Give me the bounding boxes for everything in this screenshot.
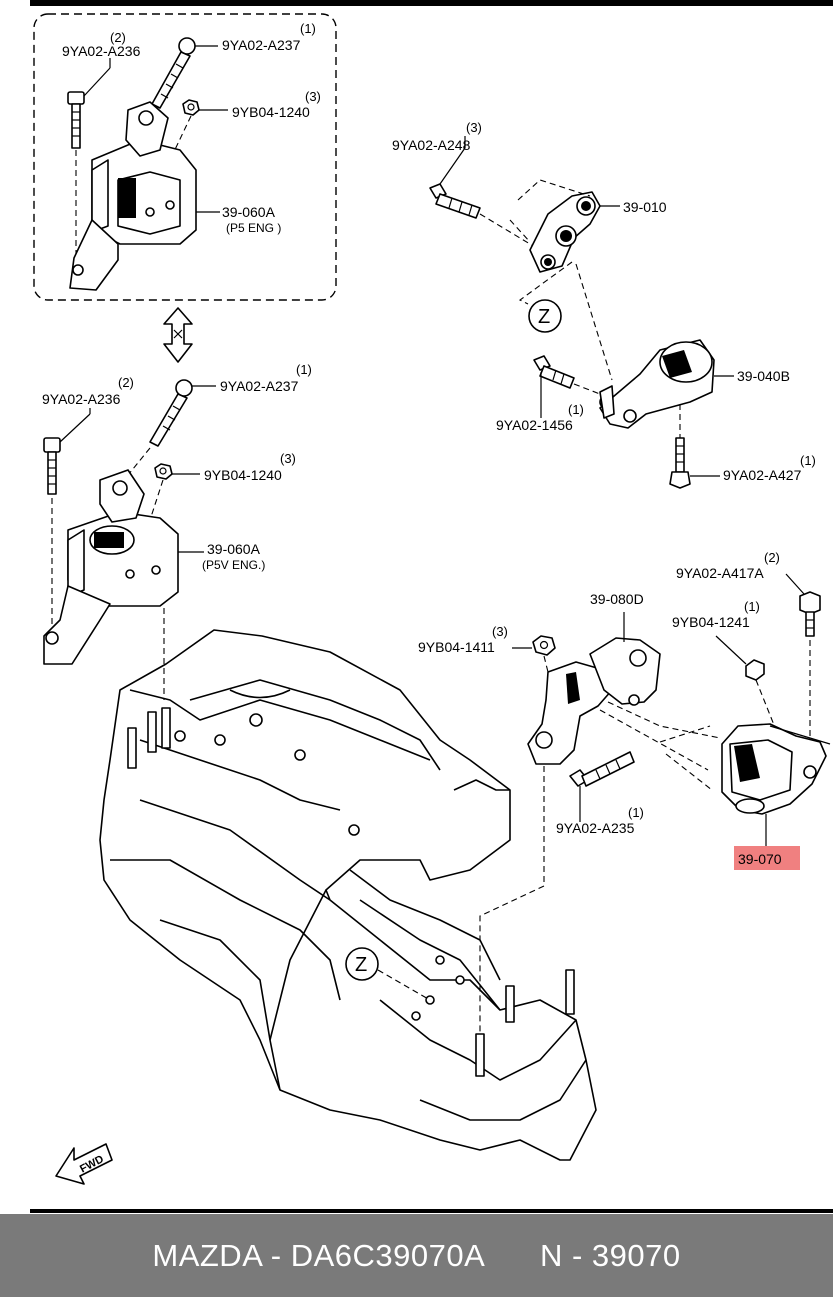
label-a1456: 9YA02-1456 (496, 417, 573, 433)
label-b1241: 9YB04-1241 (672, 614, 750, 630)
label-39-060a-mid: 39-060A (207, 541, 261, 557)
nut-b1411 (532, 635, 556, 656)
label-39-060a-top: 39-060A (222, 204, 276, 220)
z-marker-lower (345, 947, 379, 981)
label-a248: 9YA02-A248 (392, 137, 471, 153)
label-b1241-qty: (1) (744, 599, 760, 614)
label-a427: 9YA02-A427 (723, 467, 802, 483)
label-b1240-top-qty: (3) (305, 89, 321, 104)
alternate-engine-inset (33, 13, 337, 301)
label-a1456-qty: (1) (568, 402, 584, 417)
bolt-a237-mid (149, 379, 193, 447)
label-a235-qty: (1) (628, 805, 644, 820)
top-rule (30, 0, 833, 6)
bolt-a427 (669, 437, 691, 489)
label-a417a: 9YA02-A417A (676, 565, 764, 581)
engine-block (99, 629, 597, 1161)
label-a248-qty: (3) (466, 120, 482, 135)
bolt-a1456 (533, 355, 575, 389)
label-a237-top: 9YA02-A237 (222, 37, 301, 53)
z-marker-upper-label: Z (538, 306, 550, 328)
mount-39-040b (599, 339, 715, 429)
double-arrow-icon (163, 307, 193, 363)
mount-39-010 (529, 191, 601, 273)
label-a237-mid-qty: (1) (296, 362, 312, 377)
label-39-070: 39-070 (738, 851, 782, 867)
nut-b1240-mid (154, 463, 173, 480)
bolt-a237-top (151, 37, 196, 109)
parts-diagram: (2) 9YA02-A236 (1) 9YA02-A237 (3) 9YB04-… (33, 13, 831, 1185)
label-b1411: 9YB04-1411 (418, 639, 495, 655)
mount-39-060a-top (69, 101, 197, 291)
label-b1240-mid-qty: (3) (280, 451, 296, 466)
label-a236-top: 9YA02-A236 (62, 43, 141, 59)
nut-b1241 (745, 659, 765, 681)
label-39-040b: 39-040B (737, 368, 790, 384)
z-marker-lower-label: Z (355, 954, 367, 976)
bolt-a236-mid (43, 437, 61, 495)
label-39-010: 39-010 (623, 199, 667, 215)
bolt-a248 (429, 183, 481, 219)
label-39-080d: 39-080D (590, 591, 644, 607)
label-a427-qty: (1) (800, 453, 816, 468)
label-b1411-qty: (3) (492, 624, 508, 639)
bracket-39-080d (527, 637, 661, 765)
label-b1240-mid: 9YB04-1240 (204, 467, 282, 483)
label-a236-mid-qty: (2) (118, 375, 134, 390)
mount-39-060a-mid (43, 469, 179, 665)
mount-39-070 (721, 723, 831, 815)
footer-caption: MAZDA - DA6C39070A N - 39070 (0, 1214, 833, 1297)
footer-rule (30, 1209, 833, 1213)
label-39-060a-top-sub: (P5 ENG ) (226, 221, 281, 235)
bolt-a235 (569, 751, 635, 787)
label-a236-mid: 9YA02-A236 (42, 391, 121, 407)
label-a237-top-qty: (1) (300, 21, 316, 36)
footer-bar (0, 1214, 833, 1297)
label-a235: 9YA02-A235 (556, 820, 635, 836)
nut-b1240-top (182, 99, 200, 116)
highlight-39-070 (734, 846, 800, 870)
label-b1240-top: 9YB04-1240 (232, 104, 310, 120)
footer-ref: N - 39070 (539, 1237, 681, 1273)
label-a417a-qty: (2) (764, 550, 780, 565)
label-a237-mid: 9YA02-A237 (220, 378, 299, 394)
label-a236-top-qty: (2) (110, 30, 126, 45)
z-marker-upper (528, 299, 562, 333)
footer-brand-part: MAZDA - DA6C39070A (152, 1237, 486, 1273)
bolt-a417a (799, 591, 821, 637)
bolt-a236-top (67, 91, 85, 149)
forward-arrow-icon: FWD (55, 1143, 113, 1185)
label-39-060a-mid-sub: (P5V ENG.) (202, 558, 265, 572)
